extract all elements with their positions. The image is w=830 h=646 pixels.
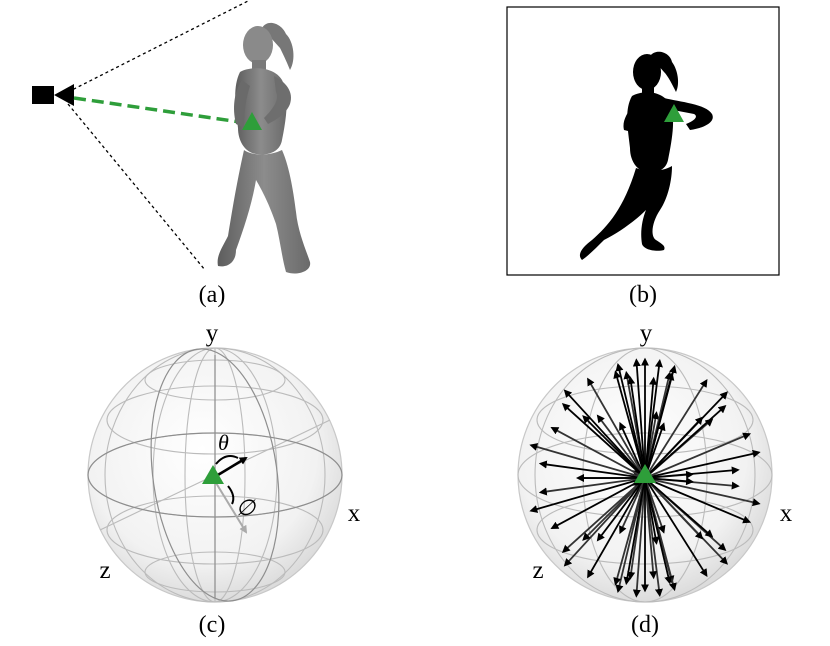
axis-label-y-d: y — [640, 320, 653, 347]
direction-arrow-24 — [596, 477, 646, 542]
direction-arrow-49 — [561, 403, 646, 479]
direction-arrow-17 — [619, 477, 646, 535]
direction-arrow-5 — [613, 477, 646, 586]
direction-arrow-60 — [615, 362, 646, 479]
camera-ray — [73, 96, 241, 124]
phi-label: ∅ — [236, 495, 256, 520]
anchor-marker-b — [664, 104, 684, 122]
caption-c: (c) — [199, 612, 226, 638]
direction-arrow-11 — [644, 477, 673, 585]
direction-arrow-13 — [587, 477, 646, 579]
anchor-marker-d — [634, 464, 656, 483]
panel-b: (b) — [506, 6, 780, 308]
direction-arrow-51 — [587, 377, 646, 479]
direction-arrow-23 — [644, 477, 660, 545]
direction-arrow-63 — [644, 364, 677, 479]
direction-arrow-3 — [632, 477, 646, 598]
axis-label-x-d: x — [780, 500, 793, 527]
direction-arrow-54 — [644, 379, 708, 479]
panel-c: θ ∅ y x z (c) — [87, 320, 361, 638]
direction-arrow-39 — [550, 426, 646, 479]
axis-label-x-c: x — [348, 500, 361, 527]
panel-d: y x z (d) — [517, 320, 793, 638]
direction-arrow-19 — [644, 477, 704, 540]
direction-arrow-18 — [644, 477, 666, 534]
projection-arrow-c — [212, 477, 248, 534]
anchor-marker-c — [202, 465, 224, 484]
direction-arrow-43 — [644, 432, 752, 479]
direction-arrow-37 — [538, 460, 646, 479]
axis-label-z-c: z — [99, 557, 110, 584]
direction-arrow-10 — [644, 477, 708, 577]
direction-arrow-16 — [582, 477, 646, 541]
direction-arrow-20 — [644, 477, 761, 507]
phi-arc — [227, 485, 235, 505]
theta-arc — [215, 455, 239, 465]
direction-arrow-27 — [538, 477, 646, 496]
direction-arrow-44 — [644, 404, 727, 479]
direction-arrow-22 — [644, 477, 714, 538]
direction-arrow-7 — [644, 477, 658, 580]
anchor-marker-a — [242, 112, 262, 130]
frustum-bottom-line — [67, 103, 206, 271]
human-3d-figure — [217, 22, 311, 274]
axis-label-y-c: y — [206, 320, 219, 347]
direction-arrow-12 — [623, 477, 646, 586]
direction-arrow-32 — [644, 449, 761, 479]
axis-label-z-d: z — [532, 557, 543, 584]
direction-arrows-d — [529, 357, 761, 598]
direction-arrow-15 — [561, 477, 646, 553]
panel-a: (a) — [32, 0, 311, 308]
direction-arrow-33 — [644, 466, 740, 479]
direction-arrow-21 — [644, 477, 752, 524]
direction-arrow-62 — [644, 359, 663, 479]
silhouette-figure — [579, 51, 713, 260]
direction-arrow-58 — [627, 376, 646, 479]
direction-arrow-38 — [529, 443, 646, 479]
direction-arrow-55 — [644, 391, 728, 479]
direction-arrow-47 — [619, 421, 646, 479]
direction-arrow-61 — [632, 358, 646, 479]
direction-arrow-25 — [550, 477, 646, 530]
frustum-top-line — [67, 0, 251, 93]
camera-icon — [32, 84, 74, 106]
theta-label: θ — [218, 430, 229, 455]
direction-arrow-50 — [563, 389, 646, 479]
direction-arrow-26 — [529, 477, 646, 513]
caption-b: (b) — [629, 282, 657, 308]
caption-d: (d) — [631, 612, 659, 638]
caption-a: (a) — [199, 282, 226, 308]
direction-arrow-40 — [596, 414, 646, 479]
